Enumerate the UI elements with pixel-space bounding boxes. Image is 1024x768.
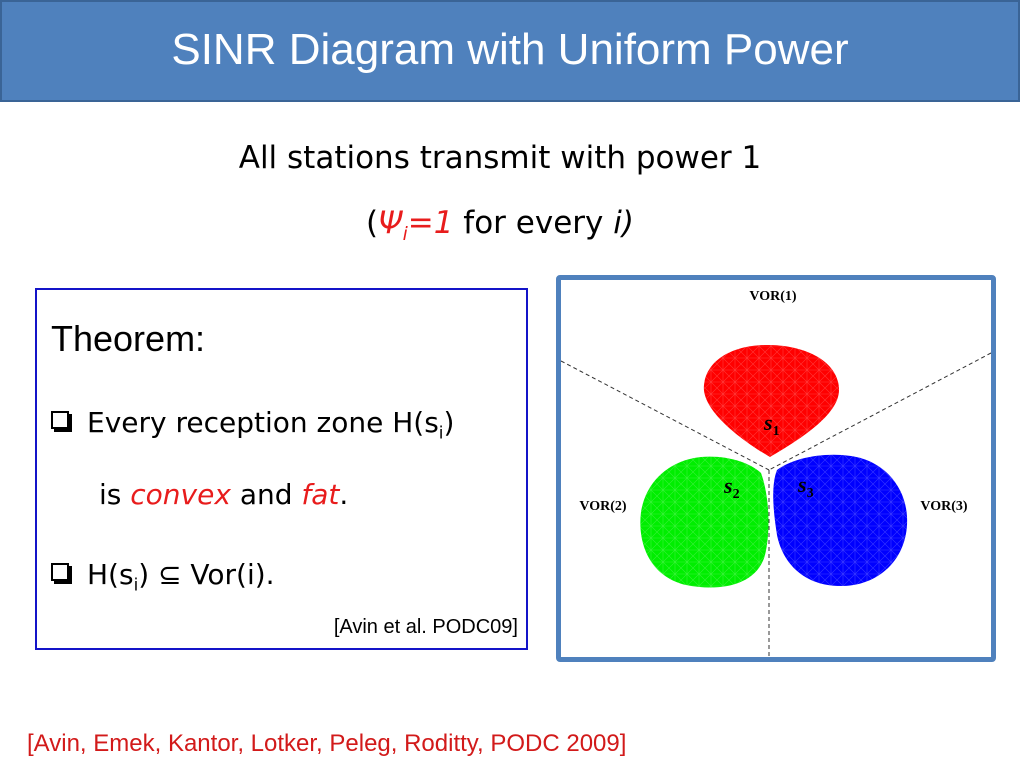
- bullet1-and: and: [230, 478, 302, 511]
- psi-equals: =1: [407, 205, 454, 241]
- reception-zone-2: [640, 456, 769, 588]
- subtitle-line-1: All stations transmit with power 1: [238, 140, 762, 176]
- theorem-citation: [Avin et al. PODC09]: [333, 616, 518, 638]
- footer-reference: [Avin, Emek, Kantor, Lotker, Peleg, Rodi…: [27, 730, 627, 757]
- theorem-bullet-2: H(si) ⊆ Vor(i).: [51, 558, 275, 595]
- subtitle-line-2: (Ψi=1 for every i): [0, 205, 1000, 245]
- theorem-bullet-1: Every reception zone H(si): [51, 406, 454, 443]
- bullet2-subscript: i: [133, 574, 139, 595]
- bullet1-close: ): [443, 406, 455, 439]
- fat-word: fat: [301, 478, 340, 511]
- station-s2-label: s2: [723, 473, 740, 502]
- bullet2-text: H(s: [87, 558, 134, 591]
- title-bar: [0, 0, 1020, 102]
- bullet1-period: .: [339, 478, 349, 511]
- reception-zone-1: [703, 344, 839, 457]
- bullet1-text: Every reception zone H(s: [87, 406, 439, 439]
- for-every-text: for every: [453, 205, 614, 241]
- sinr-diagram: VOR(1) VOR(2) VOR(3) s1 s2 s3: [560, 289, 992, 657]
- bullet1-is: is: [99, 478, 131, 511]
- theorem-bullet-1-line-2: is convex and fat.: [99, 478, 348, 511]
- checkbox-bullet-icon: [51, 411, 69, 429]
- psi-subscript: i: [402, 224, 408, 246]
- slide-title: SINR Diagram with Uniform Power: [171, 25, 849, 74]
- theorem-box: Theorem: Every reception zone H(si) is c…: [35, 288, 528, 650]
- subtitle-open-paren: (: [366, 205, 379, 241]
- index-i: i: [613, 205, 622, 241]
- station-s3-label: s3: [797, 472, 814, 501]
- bullet2-rest: ) ⊆ Vor(i).: [138, 558, 275, 591]
- vor2-label: VOR(2): [579, 499, 626, 514]
- subtitle-close-paren: ): [621, 205, 634, 241]
- reception-zone-3: [773, 454, 908, 587]
- checkbox-bullet-icon: [51, 563, 69, 581]
- convex-word: convex: [130, 478, 231, 511]
- vor3-label: VOR(3): [920, 499, 967, 514]
- psi-symbol: Ψ: [378, 205, 403, 241]
- theorem-heading: Theorem:: [51, 318, 206, 359]
- sinr-figure-frame: VOR(1) VOR(2) VOR(3) s1 s2 s3: [556, 275, 996, 662]
- vor1-label: VOR(1): [749, 289, 796, 304]
- station-s1-label: s1: [763, 410, 780, 439]
- bullet1-subscript: i: [438, 422, 444, 443]
